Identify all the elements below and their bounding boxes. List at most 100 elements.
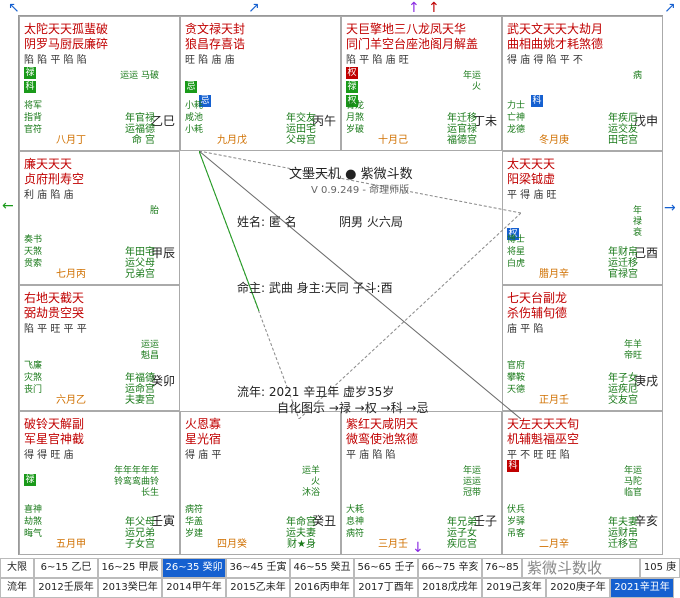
ganzhi: 丁未 [472,114,497,128]
palace-hai[interactable]: 天左天天天旬 机辅魁福巫空 平 不 旺 旺 陷 科 年运 马陀 临官 辛亥 伏兵… [502,411,663,555]
arrow-icon: ↑ [408,0,420,16]
palace-mao[interactable]: 右地天截天 弼劫贵空哭 陷 平 旺 平 平 运运 魁昌 癸卯 飞廉 灾煞 丧门 … [19,285,180,411]
liunian-item[interactable]: 2018戊戌年 [418,578,482,598]
liunian-item[interactable]: 2020庚子年 [546,578,610,598]
flow-palaces: 年夫妻 运财帛 迁移宫 [608,517,638,550]
daxian-item[interactable]: 36~45 壬寅 [226,558,290,578]
daxian-item[interactable]: 105 庚 [640,558,680,578]
palace-you[interactable]: 太天天天 阳梁钺虚 平 得 庙 旺 权 年 禄 衰 己酉 博士 将星 白虎 年财… [502,151,663,285]
gods: 大耗 息神 病符 [346,505,365,539]
ganzhi: 庚戌 [633,374,658,388]
main-stars: 廉天天天 [24,157,73,171]
ganzhi: 癸卯 [150,374,175,388]
minor-stars: 年运 运运 冠带 [462,466,481,498]
main-stars: 天巨擎地三八龙凤天华 [346,22,467,36]
daxian-item[interactable]: 6~15 乙巳 [34,558,98,578]
main-stars: 贪文禄天封 [185,22,246,36]
gender-field: 阴男 火六局 [339,215,403,229]
palace-shen[interactable]: 武天文天天大劫月 曲相曲姚才耗煞德 得 庙 得 陷 平 不 科 病 戊申 力士 … [502,16,663,151]
main-stars-2: 阴罗马厨辰廉碎 [24,37,109,51]
brightness: 得 庙 得 陷 平 不 [507,55,583,66]
daxian-item-selected[interactable]: 26~35 癸卯 [162,558,226,578]
stem-month: 五月甲 [56,539,86,550]
stem-month: 六月乙 [56,395,86,406]
stem-month: 八月丁 [56,135,86,146]
gods: 力士 亡神 龙德 [507,101,526,135]
palace-chou[interactable]: 火恩寡 星光宿 得 庙 平 运羊 火 沐浴 癸丑 病符 华盖 岁建 年命宫 运夫… [180,411,341,555]
palace-chen[interactable]: 廉天天天 贞府刑寿空 利 庙 陷 庙 胎 甲辰 奏书 天煞 贯索 年田宅 运父母… [19,151,180,285]
minor-stars: 年羊 帝旺 [623,340,642,361]
daxian-item[interactable]: 46~55 癸丑 [290,558,354,578]
ji-badge: 科 [507,460,519,472]
arrow-icon: ↓ [412,540,424,556]
liunian-item[interactable]: 2019己亥年 [482,578,546,598]
quan-badge: 权 [346,67,358,79]
ganzhi: 戊申 [633,114,658,128]
daxian-item[interactable]: 66~75 辛亥 [418,558,482,578]
main-stars-2: 机辅魁福巫空 [507,432,580,446]
stem-month: 冬月庚 [539,135,569,146]
stem-month: 二月辛 [539,539,569,550]
palace-wei[interactable]: 天巨擎地三八龙凤天华 同门羊空台座池阁月解盖 陷 平 陷 庙 旺 权 禄 权 年… [341,16,502,151]
brightness: 得 得 旺 庙 [24,450,74,461]
brightness: 庙 平 陷 [507,324,544,335]
main-stars-2: 微鸾使池煞德 [346,432,419,446]
palace-wu[interactable]: 贪文禄天封 狼昌存喜诰 旺 陷 庙 庙 忌 忌 丙午 小耗 咸池 小耗 年交友 … [180,16,341,151]
palace-si[interactable]: 太陀天天孤蜚破 阴罗马厨辰廉碎 陷 陷 平 陷 陷 禄 科 运运 马破 乙巳 将… [19,16,180,151]
arrow-icon: ↑ [428,0,440,16]
daxian-item[interactable] [522,558,640,578]
liunian-item[interactable]: 2016丙申年 [290,578,354,598]
version: V 0.9.249 - 命理师版 [311,185,410,196]
liunian-item[interactable]: 2015乙未年 [226,578,290,598]
liunian-item[interactable]: 2012壬辰年 [34,578,98,598]
minor-stars: 年运 马陀 临官 [623,466,642,498]
flow-palaces: 年疾厄 运交友 田宅宫 [608,113,638,146]
ji-badge-2: 忌 [199,95,211,107]
gods: 博士 将星 白虎 [507,235,526,269]
brightness: 旺 陷 庙 庙 [185,55,235,66]
quan-badge: 权 [507,228,519,240]
main-stars-2: 狼昌存喜诰 [185,37,246,51]
gods: 病符 华盖 岁建 [185,505,204,539]
arrow-icon: ↗ [664,0,676,16]
liunian-info: 流年: 2021 辛丑年 虚岁35岁 [237,385,395,399]
ganzhi: 乙巳 [150,114,175,128]
stem-month: 四月癸 [217,539,247,550]
gods: 喜神 劫煞 晦气 [24,505,43,539]
brightness: 得 庙 平 [185,450,222,461]
liunian-item[interactable]: 2017丁酉年 [354,578,418,598]
sanfang-lines [199,151,521,419]
ganzhi: 己酉 [633,246,658,260]
palace-xu[interactable]: 七天台副龙 杀伤辅旬德 庙 平 陷 年羊 帝旺 庚戌 官府 攀鞍 天德 年子女 … [502,285,663,411]
main-stars: 破铃天解副 [24,417,85,431]
lu-badge: 禄 [24,474,36,486]
lu-badge: 禄 [346,81,358,93]
liunian-item[interactable]: 2014甲午年 [162,578,226,598]
daxian-item[interactable]: 16~25 甲辰 [98,558,162,578]
flow-palaces: 年官禄 运福德 命 宫 [125,113,155,146]
daxian-item[interactable]: 76~85 [482,558,522,578]
liunian-item[interactable]: 2013癸巳年 [98,578,162,598]
brightness: 平 庙 陷 陷 [346,450,396,461]
bottom-bars: 大限 6~15 乙巳 16~25 甲辰 26~35 癸卯 36~45 壬寅 46… [0,558,680,598]
quan-badge-2: 权 [346,95,358,107]
ziwei-chart: 太陀天天孤蜚破 阴罗马厨辰廉碎 陷 陷 平 陷 陷 禄 科 运运 马破 乙巳 将… [18,15,663,555]
ke-badge: 科 [531,95,543,107]
stem-month: 腊月辛 [539,269,569,280]
minor-stars: 年年年年年 铃鸾鸾曲铃 长生 [113,466,159,498]
daxian-item[interactable]: 56~65 壬子 [354,558,418,578]
minor-stars: 病 [632,71,642,81]
flow-palaces: 年田宅 运父母 兄弟宫 [125,247,155,280]
app-title: 文墨天机 ● 紫微斗数 [289,167,413,182]
liunian-item-selected[interactable]: 2021辛丑年 [610,578,674,598]
watermark: 紫微斗数收 [527,559,603,577]
palace-yin[interactable]: 破铃天解副 军星官神截 得 得 旺 庙 禄 年年年年年 铃鸾鸾曲铃 长生 壬寅 … [19,411,180,555]
main-stars-2: 同门羊空台座池阁月解盖 [346,37,479,51]
flow-palaces: 年兄弟 运子女 疾厄宫 [447,517,477,550]
arrow-icon: ↗ [248,0,260,16]
stem-month: 正月壬 [539,395,569,406]
palace-zi[interactable]: 紫红天咸阴天 微鸾使池煞德 平 庙 陷 陷 年运 运运 冠带 壬子 大耗 息神 … [341,411,502,555]
lu-badge: 禄 [24,67,36,79]
flow-palaces: 年命宫 运夫妻 财★身 [286,517,316,550]
ganzhi: 壬寅 [150,514,175,528]
